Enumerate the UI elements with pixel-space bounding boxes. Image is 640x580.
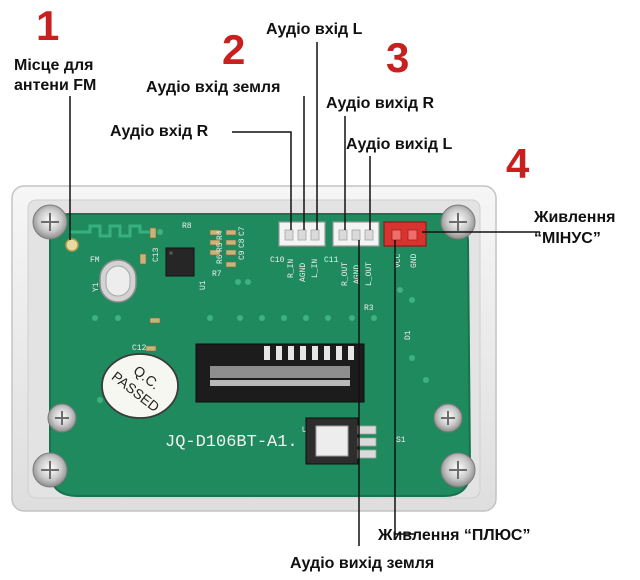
silk-s1: S1 [396, 436, 406, 445]
silk-r8: R8 [182, 222, 192, 231]
screw-mid-right [433, 403, 463, 433]
label-antenna-line1: Місце для [14, 57, 94, 74]
vias [92, 229, 429, 403]
silk-c12: C12 [132, 344, 147, 353]
label-audio-out-r: Аудіо вихід R [326, 95, 434, 112]
silk-d1: D1 [404, 330, 413, 340]
silk-u1: U1 [199, 280, 208, 290]
antenna-pad [65, 238, 79, 252]
silk-c11: C11 [324, 256, 339, 265]
sd-card-contacts [264, 346, 354, 360]
audio-output-connector [332, 221, 380, 247]
chip-u1 [165, 247, 195, 277]
leader-power-plus [394, 240, 416, 535]
label-audio-out-ground: Аудіо вихід земля [290, 555, 434, 572]
label-audio-in-ground: Аудіо вхід земля [146, 79, 280, 96]
silk-c13: C13 [152, 247, 161, 262]
silk-l-out: L_OUT [365, 262, 374, 286]
callout-number-2: 2 [222, 26, 245, 73]
screw-mid-left [47, 403, 77, 433]
leader-lines [69, 42, 540, 546]
silk-r7: R7 [212, 270, 222, 279]
callout-number-4: 4 [506, 140, 530, 187]
silk-r-in: R_IN [287, 259, 296, 278]
silk-gnd: GND [410, 253, 419, 268]
silk-r5: R5 [216, 242, 225, 252]
fm-antenna-trace [70, 224, 150, 238]
silk-fm: FM [90, 256, 100, 265]
silk-r-out: R_OUT [341, 262, 350, 286]
audio-input-connector [278, 221, 326, 247]
silk-c8: C8 [238, 238, 247, 248]
label-audio-in-r: Аудіо вхід R [110, 123, 209, 140]
silkscreen-pin-labels: R_IN AGND L_IN R_OUT AGND L_OUT VCC GND … [90, 222, 419, 445]
screw-top-left [32, 204, 68, 240]
board-model-label: JQ-D106BT-A1. [165, 433, 298, 452]
screw-bottom-right [440, 452, 476, 488]
label-audio-out-l: Аудіо вихід L [346, 136, 452, 153]
silk-agnd-in: AGND [299, 263, 308, 282]
label-power-minus-line2: “МІНУС” [534, 230, 601, 247]
qc-passed-sticker: Q.C. PASSED [101, 353, 179, 419]
silk-c9: C9 [238, 250, 247, 260]
silk-c10: C10 [270, 256, 285, 265]
silk-r3: R3 [364, 304, 374, 313]
silk-r6: R6 [216, 254, 225, 264]
silk-c7: C7 [238, 226, 247, 236]
screw-top-right [440, 204, 476, 240]
callout-number-3: 3 [386, 34, 409, 81]
label-audio-in-l: Аудіо вхід L [266, 21, 363, 38]
leader-audio-in-r [232, 131, 292, 230]
power-connector [383, 221, 427, 247]
crystal-oscillator [99, 259, 137, 303]
silk-y1: Y1 [92, 282, 101, 292]
silk-agnd-out: AGND [353, 265, 362, 284]
label-power-plus: Живлення “ПЛЮС” [377, 527, 530, 544]
silk-vcc: VCC [394, 253, 403, 268]
silk-r4: R4 [216, 230, 225, 240]
label-power-minus-line1: Живлення [533, 209, 615, 226]
screw-bottom-left [32, 452, 68, 488]
callout-number-1: 1 [36, 2, 59, 49]
voltage-regulator [305, 417, 377, 465]
silk-l-in: L_IN [311, 259, 320, 278]
smd-components [139, 227, 237, 352]
label-antenna-line2: антени FM [14, 77, 96, 94]
